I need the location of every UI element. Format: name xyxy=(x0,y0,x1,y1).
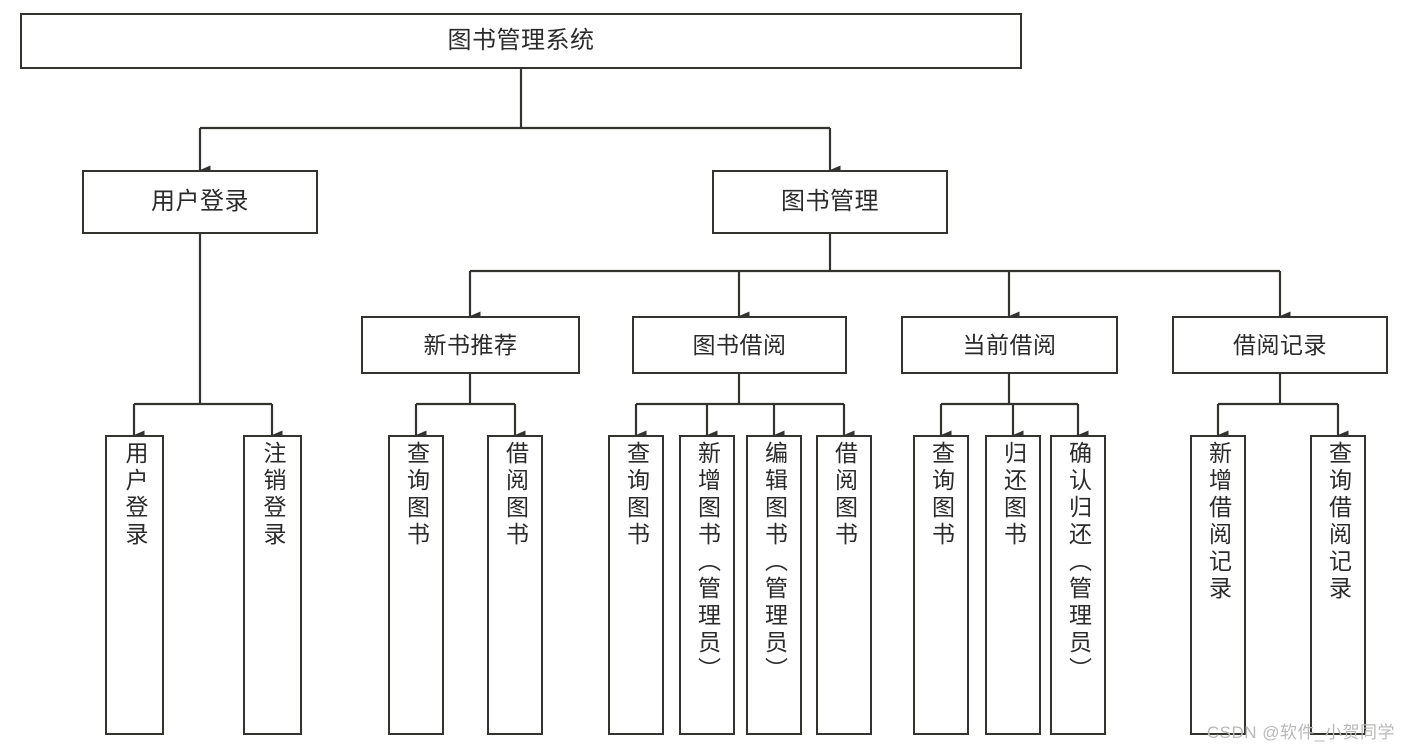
node-label: 借阅图书 xyxy=(502,441,529,549)
node-leaf-borrow-book[interactable]: 借阅图书 xyxy=(816,435,872,735)
node-leaf-user-login[interactable]: 用户登录 xyxy=(105,435,164,735)
node-new-book-rec[interactable]: 新书推荐 xyxy=(361,316,580,374)
node-leaf-add-book[interactable]: 新增图书（管理员） xyxy=(679,435,735,735)
node-leaf-query-record[interactable]: 查询借阅记录 xyxy=(1310,435,1366,735)
node-current-borrow[interactable]: 当前借阅 xyxy=(901,316,1118,374)
node-leaf-query-book-cur[interactable]: 查询图书 xyxy=(913,435,969,735)
node-label: 查询图书 xyxy=(928,441,955,549)
node-leaf-add-record[interactable]: 新增借阅记录 xyxy=(1190,435,1246,735)
node-root-system[interactable]: 图书管理系统 xyxy=(20,13,1022,69)
node-label: 确认归还（管理员） xyxy=(1065,441,1092,684)
node-book-borrow[interactable]: 图书借阅 xyxy=(632,316,847,374)
node-label: 归还图书 xyxy=(1000,441,1027,549)
node-label: 查询图书 xyxy=(403,441,430,549)
node-label: 用户登录 xyxy=(122,441,148,549)
node-label: 当前借阅 xyxy=(962,331,1057,358)
node-book-manage[interactable]: 图书管理 xyxy=(712,170,948,234)
node-label: 新书推荐 xyxy=(423,331,518,358)
node-label: 图书借阅 xyxy=(692,331,787,358)
node-label: 图书管理 xyxy=(781,188,879,216)
node-label: 新增图书（管理员） xyxy=(694,441,721,684)
node-label: 借阅记录 xyxy=(1233,331,1327,358)
node-label: 编辑图书（管理员） xyxy=(761,441,788,684)
node-label: 查询图书 xyxy=(623,441,650,549)
watermark-text: CSDN @软件_小贺同学 xyxy=(1206,723,1395,742)
node-label: 用户登录 xyxy=(151,188,249,216)
node-label: 新增借阅记录 xyxy=(1205,441,1232,603)
node-label: 借阅图书 xyxy=(831,441,858,549)
node-leaf-query-book-borrow[interactable]: 查询图书 xyxy=(608,435,664,735)
node-leaf-edit-book[interactable]: 编辑图书（管理员） xyxy=(746,435,802,735)
node-leaf-borrow-book-rec[interactable]: 借阅图书 xyxy=(487,435,543,735)
node-user-login[interactable]: 用户登录 xyxy=(82,170,318,234)
node-label: 查询借阅记录 xyxy=(1325,441,1352,603)
node-label: 图书管理系统 xyxy=(447,27,595,55)
node-leaf-return-book[interactable]: 归还图书 xyxy=(985,435,1041,735)
node-label: 注销登录 xyxy=(260,441,286,549)
node-borrow-record[interactable]: 借阅记录 xyxy=(1172,316,1388,374)
node-leaf-user-logout[interactable]: 注销登录 xyxy=(243,435,302,735)
node-leaf-query-book-rec[interactable]: 查询图书 xyxy=(388,435,444,735)
node-leaf-confirm-return[interactable]: 确认归还（管理员） xyxy=(1050,435,1106,735)
